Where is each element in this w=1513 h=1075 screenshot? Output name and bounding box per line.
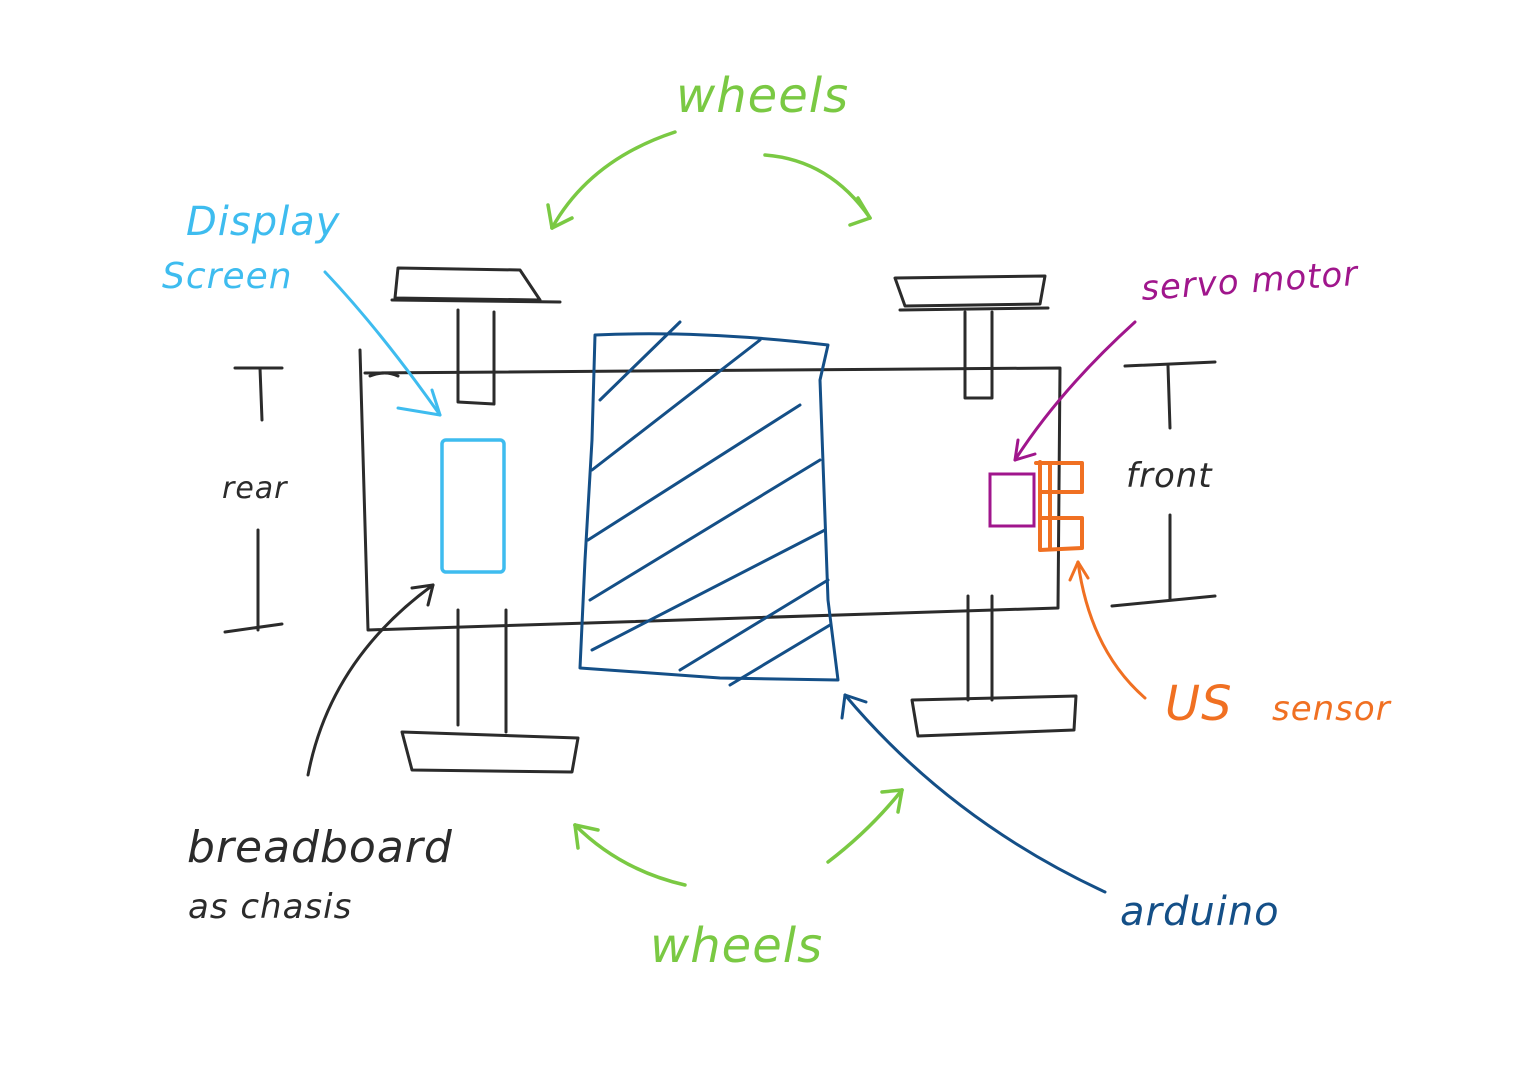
label-us-sensor-sensor: sensor — [1272, 689, 1392, 729]
wheels-top-arrows — [546, 130, 872, 230]
servo-motor — [988, 472, 1036, 528]
servo-arrow — [1013, 320, 1137, 462]
us-sensor-arrow — [1068, 560, 1147, 700]
breadboard-arrow — [306, 583, 435, 777]
wheel-front-bottom — [910, 594, 1078, 738]
label-front: front — [1126, 456, 1213, 496]
label-breadboard-line2: as chasis — [188, 887, 352, 927]
label-wheels-bottom: wheels — [650, 918, 823, 974]
wheel-front-top — [893, 274, 1050, 400]
label-display-line2: Screen — [162, 256, 293, 297]
display-screen — [440, 438, 506, 574]
wheel-rear-top — [390, 266, 562, 406]
wheel-rear-bottom — [400, 608, 580, 774]
us-sensor — [1034, 460, 1084, 552]
chassis-breadboard — [358, 348, 1062, 632]
wheels-bottom-arrows — [573, 788, 904, 887]
label-wheels-top: wheels — [676, 68, 849, 124]
label-arduino: arduino — [1120, 889, 1280, 935]
label-servo-motor: servo motor — [1140, 254, 1361, 309]
arduino-arrow — [840, 693, 1107, 894]
label-us-sensor-us: US — [1165, 676, 1233, 732]
rear-dimension-marker — [223, 366, 284, 634]
label-display-line1: Display — [186, 199, 341, 245]
arduino-board — [578, 320, 840, 687]
front-dimension-marker — [1110, 360, 1217, 608]
display-arrow — [323, 270, 442, 417]
label-breadboard-line1: breadboard — [187, 822, 453, 873]
label-rear: rear — [222, 471, 288, 506]
